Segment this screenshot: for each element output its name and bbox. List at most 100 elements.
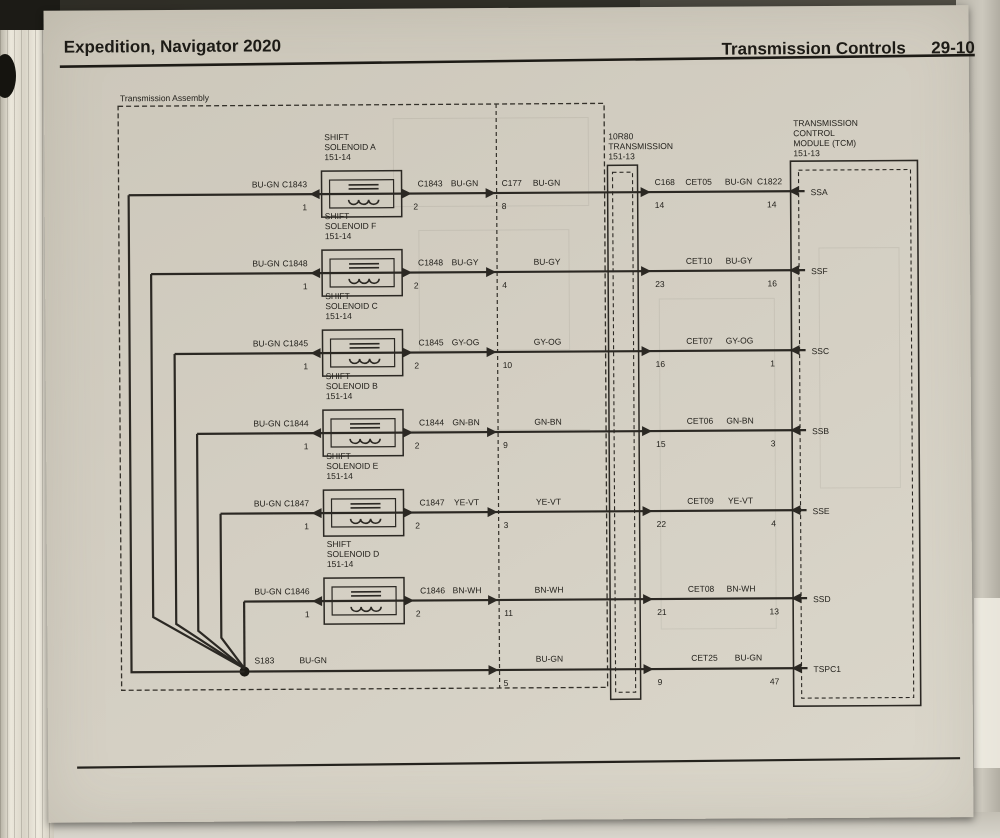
- arrow-icon: [789, 345, 800, 356]
- arrow-icon: [310, 268, 321, 279]
- arrow-icon: [403, 427, 414, 438]
- solenoid-title: SOLENOID E: [326, 461, 378, 471]
- transmission-assembly-label: Transmission Assembly: [120, 93, 210, 104]
- arrow-icon: [310, 348, 321, 359]
- page-edge-highlight: [974, 598, 1000, 768]
- pin-label: 3: [771, 438, 776, 448]
- arrow-icon: [488, 595, 499, 606]
- wire: [197, 429, 807, 435]
- wire-color-label: BU-GN: [735, 652, 762, 662]
- solenoid-title: SHIFT: [324, 132, 349, 142]
- tcm-box: [789, 159, 922, 708]
- wire-color-label: YE-VT: [536, 497, 561, 507]
- arrow-icon: [788, 186, 799, 197]
- wire: [244, 597, 808, 603]
- arrow-icon: [486, 267, 497, 278]
- solenoid-title: SHIFT: [326, 451, 351, 461]
- arrow-icon: [641, 266, 652, 277]
- wire-color-label: GN-BN: [726, 415, 753, 425]
- pin-label: 22: [657, 519, 667, 529]
- arrow-icon: [401, 188, 412, 199]
- circuit-label: CET05: [685, 177, 712, 187]
- wire-color-label: GN-BN: [452, 417, 479, 427]
- wire-color-label: BU-GN: [299, 655, 326, 665]
- solenoid-title: SOLENOID F: [325, 221, 377, 231]
- header-rule: [59, 53, 975, 68]
- wire-color-label: GY-OG: [452, 337, 480, 347]
- connector-label: C1848: [282, 258, 307, 268]
- wire-color-label: GY-OG: [726, 335, 754, 345]
- wire-color-label: BU-GN: [451, 178, 478, 188]
- circuit-label: CET10: [686, 256, 713, 266]
- wire-bus: [150, 274, 246, 670]
- pin-label: 2: [416, 608, 421, 618]
- connector-label: C1848: [418, 257, 443, 267]
- wire-color-label: BN-WH: [535, 585, 564, 595]
- solenoid-title: SOLENOID D: [327, 549, 379, 559]
- solenoid-inner-box: [328, 179, 395, 209]
- arrow-icon: [485, 188, 496, 199]
- pin-label: 1: [304, 441, 309, 451]
- connector-label: C177: [502, 178, 523, 188]
- pin-label: 2: [415, 520, 420, 530]
- pin-label: 1: [303, 361, 308, 371]
- pin-label: 14: [767, 199, 777, 209]
- wire-color-label: BN-WH: [453, 585, 482, 595]
- connector-label: C1846: [284, 586, 309, 596]
- solenoid-title: 151-14: [325, 311, 352, 321]
- arrow-icon: [643, 594, 654, 605]
- pin-label: 11: [504, 608, 513, 618]
- wire-color-label: BU-GY: [534, 257, 561, 267]
- arrow-icon: [488, 665, 499, 676]
- wire-color-label: BU-GN: [536, 654, 563, 664]
- solenoid-coil: [348, 278, 380, 285]
- wire-color-label: BU-GN: [533, 178, 560, 188]
- pin-label: 4: [502, 280, 507, 290]
- splice-circuit: S183 BU-GN 5 BU-GN 9 CET25 BU-GN 47 TSPC…: [239, 652, 842, 688]
- arrow-icon: [487, 507, 498, 518]
- connector-label: C1844: [419, 417, 444, 427]
- wire-bus: [219, 513, 246, 670]
- solenoid-inner-box: [330, 498, 397, 528]
- tcm-pin-name: SSE: [813, 506, 830, 516]
- tcm-pin-name: SSD: [813, 594, 831, 604]
- wire: [128, 190, 805, 197]
- wire-color-label: YE-VT: [728, 495, 753, 505]
- arrow-icon: [642, 426, 653, 437]
- pin-label: 2: [415, 440, 420, 450]
- arrow-icon: [790, 425, 801, 436]
- connector-label: C1843: [418, 178, 443, 188]
- wire-color-label: GY-OG: [534, 337, 562, 347]
- arrow-icon: [791, 593, 802, 604]
- pin-label: 16: [656, 359, 666, 369]
- arrow-icon: [790, 505, 801, 516]
- footer-rule: [77, 757, 961, 769]
- pin-label: 4: [771, 518, 776, 528]
- arrow-icon: [643, 664, 654, 675]
- tcm-pin-name: SSA: [811, 187, 828, 197]
- arrow-icon: [403, 507, 414, 518]
- tcm-box-title: CONTROL: [793, 128, 835, 138]
- pin-label: 9: [503, 440, 508, 450]
- wire-color-label: BU-GY: [452, 257, 479, 267]
- tcm-box-title: MODULE (TCM): [793, 138, 856, 148]
- transmission-box-title: 10R80: [608, 131, 633, 141]
- arrow-icon: [311, 428, 322, 439]
- arrow-icon: [642, 506, 653, 517]
- connector-label: C1846: [420, 585, 445, 595]
- pin-label: 13: [769, 606, 779, 616]
- solenoid-coil: [347, 199, 380, 206]
- circuit-label: CET08: [688, 584, 715, 594]
- wire-color-label: YE-VT: [454, 497, 479, 507]
- c177-connector-line: [495, 104, 501, 689]
- tcm-box-title: 151-13: [793, 148, 820, 158]
- wire-color-label: BU-GN: [253, 338, 280, 348]
- pin-label: 8: [502, 201, 507, 211]
- solenoid-coil: [349, 518, 382, 525]
- wire: [220, 509, 807, 515]
- pin-label: 3: [504, 520, 509, 530]
- solenoid-title: SHIFT: [326, 371, 351, 381]
- connector-label: C1844: [283, 418, 308, 428]
- solenoid-title: SOLENOID C: [325, 301, 377, 311]
- tcm-pin-name: TSPC1: [814, 664, 842, 674]
